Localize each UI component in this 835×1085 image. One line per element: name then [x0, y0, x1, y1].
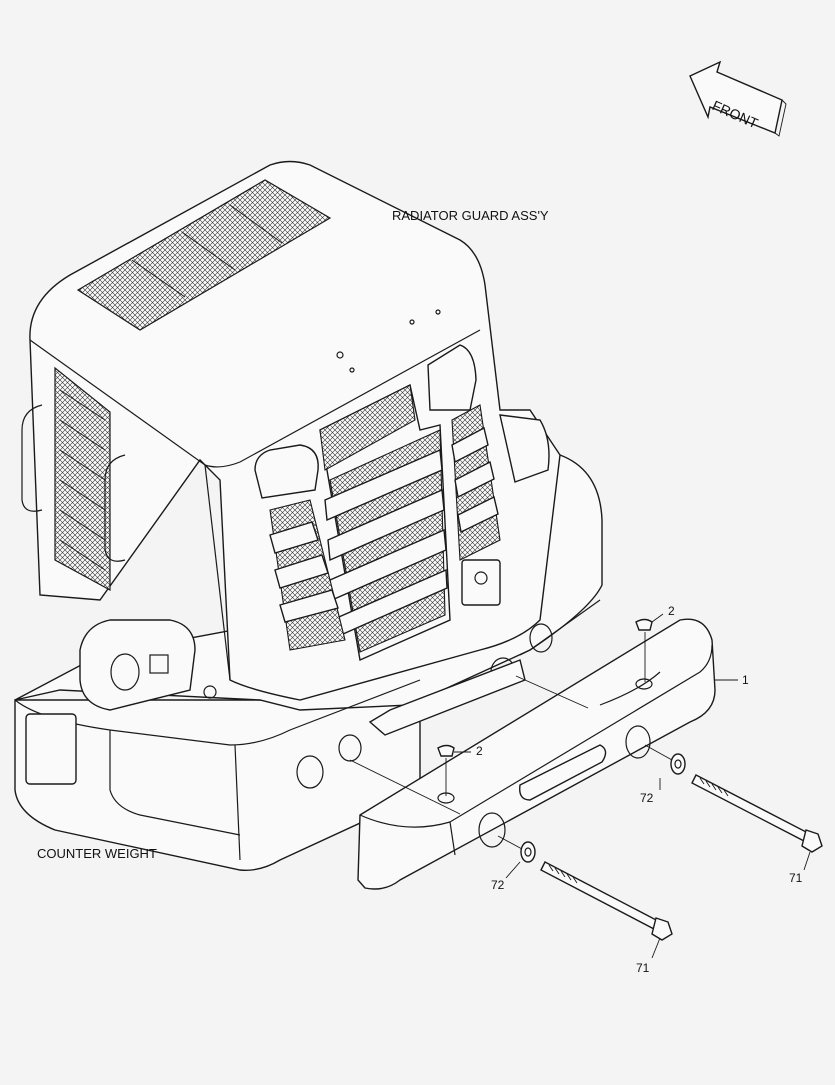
- counter-weight-plate: [25, 713, 77, 785]
- plug-part-2-lower: [437, 744, 455, 796]
- washer-part-72-right: [644, 744, 686, 775]
- radiator-guard-label: RADIATOR GUARD ASS'Y: [392, 208, 549, 223]
- callout-71-right: 71: [789, 871, 803, 885]
- washer-part-72-left: [497, 835, 536, 863]
- plug-part-2-upper: [635, 618, 653, 682]
- bolt-part-71-left: [540, 861, 673, 941]
- callout-2-upper: 2: [668, 604, 675, 618]
- counter-weight-label: COUNTER WEIGHT: [37, 846, 157, 861]
- callout-71-left: 71: [636, 961, 650, 975]
- callout-72-left: 72: [491, 878, 505, 892]
- callout-72-right: 72: [640, 791, 654, 805]
- radiator-guard-assembly: [21, 160, 561, 711]
- bolt-part-71-right: [691, 774, 823, 853]
- callout-2-lower: 2: [476, 744, 483, 758]
- front-arrow-icon: [689, 60, 787, 137]
- bumper-part-1: [357, 618, 716, 890]
- callout-1: 1: [742, 673, 749, 687]
